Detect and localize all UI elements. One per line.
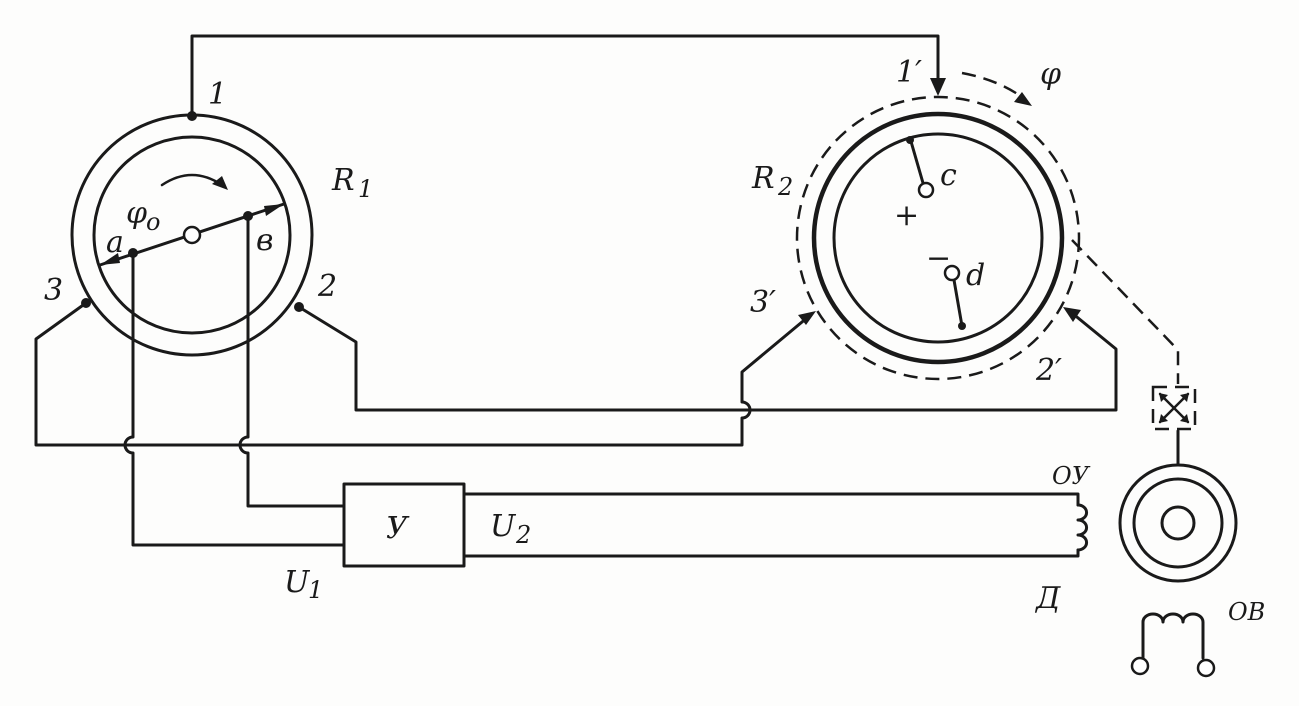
wiring [34, 34, 1118, 558]
wire-amp-out-top [462, 492, 1080, 507]
wire-a-amp [123, 251, 346, 547]
arrow-1p-icon [930, 78, 946, 96]
receiver-r2 [795, 71, 1081, 381]
wire-2-2p [297, 305, 1118, 412]
label-terminal-1: 1 [208, 77, 227, 112]
label-u1-sub: 1 [308, 576, 323, 604]
label-u2-sub: 2 [515, 521, 531, 549]
label-plus: + [894, 198, 919, 233]
wire-1-1p [190, 34, 940, 118]
phi-rotation-arrow [961, 71, 1027, 101]
label-r2: R [751, 161, 775, 196]
gearbox-diag-2 [1158, 392, 1190, 424]
label-terminal-3p: 3′ [750, 285, 776, 320]
gearbox-arrow-br-icon [1180, 414, 1189, 423]
label-u1: U [284, 565, 311, 600]
labels: 1 2 3 R 1 φ o a в 1′ 2′ 3′ R 2 φ c d + −… [44, 55, 1265, 626]
terminal-c [917, 181, 935, 199]
field-terminal-right [1196, 658, 1216, 678]
field-winding-coil [1141, 612, 1205, 660]
arrow-3p-icon [798, 311, 816, 325]
label-b: в [256, 223, 273, 258]
r2-stator-inner [832, 132, 1044, 344]
field-terminal-left [1130, 656, 1150, 676]
label-terminal-2: 2 [317, 269, 337, 304]
label-field-winding: ОВ [1228, 598, 1265, 626]
wire-amp-out-bottom [462, 548, 1080, 558]
control-winding-coil [1076, 503, 1089, 552]
motor-outer [1118, 463, 1238, 583]
label-motor: Д [1034, 581, 1061, 616]
phi-arrowhead-icon [1014, 92, 1032, 106]
label-u2: U [490, 509, 517, 544]
label-phi0-sub: o [146, 208, 160, 236]
brush-d-contact [958, 322, 966, 330]
arrow-2p-icon [1063, 307, 1081, 322]
label-amplifier: У [386, 511, 410, 546]
motor-inner [1132, 477, 1224, 569]
r2-stator-outer [811, 111, 1065, 365]
gearbox-arrow-tl-icon [1159, 393, 1168, 402]
label-control-winding: ОУ [1052, 462, 1091, 490]
label-a: a [106, 225, 124, 260]
brush-c-arm [908, 136, 925, 185]
label-terminal-1p: 1′ [896, 55, 922, 90]
phi0-arrowhead-icon [212, 176, 228, 190]
brush-c-contact [906, 136, 914, 144]
gearbox-arrow-bl-icon [1159, 414, 1168, 423]
r1-stator-inner [92, 135, 292, 335]
label-terminal-2p: 2′ [1035, 353, 1062, 388]
label-c: c [940, 158, 957, 193]
label-phi0: φ [126, 196, 147, 231]
r1-rotor-pivot [182, 225, 202, 245]
amplifier-box [342, 482, 466, 568]
wire-3-3p [34, 301, 810, 447]
motor-assembly [1071, 239, 1238, 678]
label-r1: R [331, 163, 355, 198]
label-d: d [966, 258, 985, 293]
label-r2-sub: 2 [777, 173, 793, 201]
r1-rotor-arrow-left-icon [100, 253, 120, 265]
label-terminal-3: 3 [44, 273, 63, 308]
mechanical-link-dashed [1071, 239, 1180, 384]
r2-housing-dashed [795, 95, 1081, 381]
r1-rotor-arrow-right-icon [264, 204, 284, 216]
terminal-d [943, 264, 961, 282]
motor-rotor [1160, 505, 1196, 541]
brush-d-arm [952, 278, 964, 328]
label-minus: − [926, 241, 951, 276]
label-phi: φ [1040, 57, 1061, 92]
wire-b-amp [238, 214, 346, 508]
label-r1-sub: 1 [358, 175, 373, 203]
gearbox-arrow-tr-icon [1180, 393, 1189, 402]
